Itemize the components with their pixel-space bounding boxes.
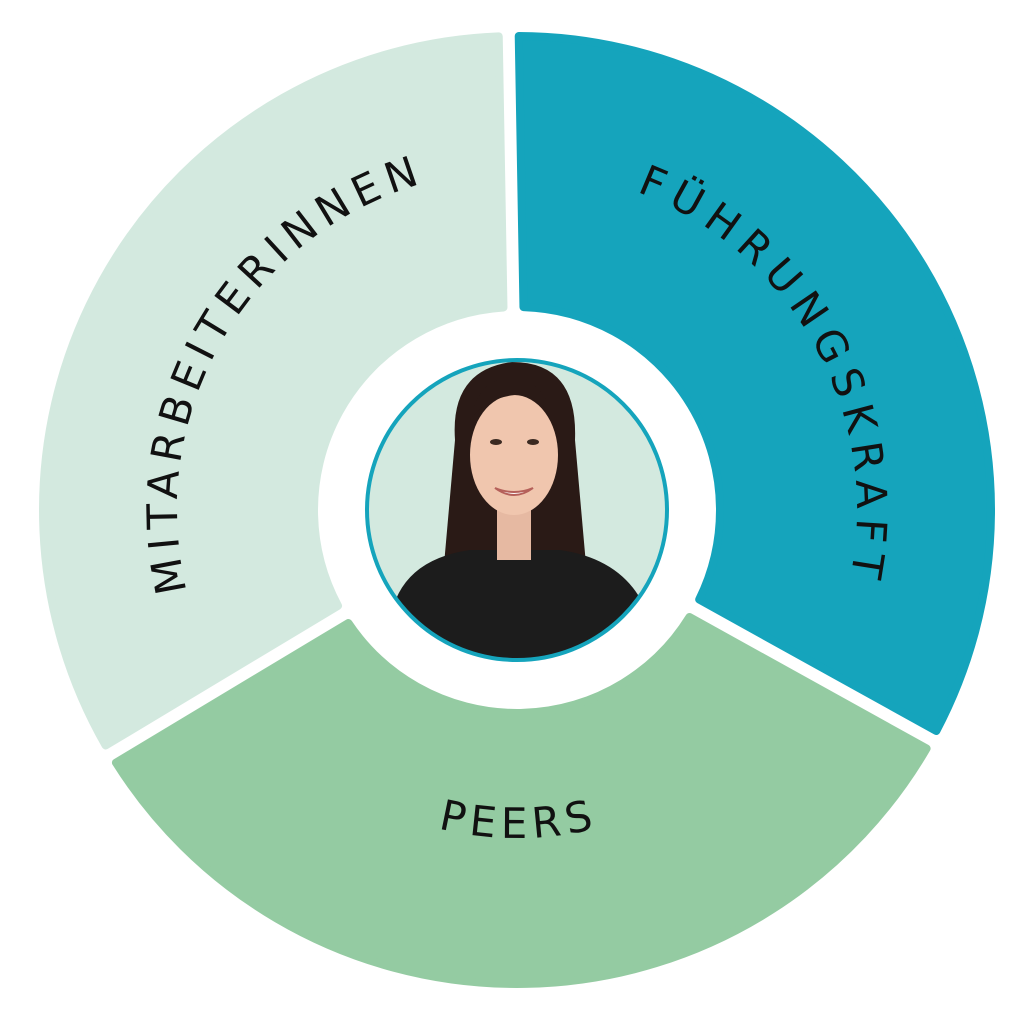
profile-photo (365, 358, 669, 662)
segments-group (39, 32, 995, 988)
segment-peers (111, 613, 931, 988)
segment-fuehrungskraft (514, 32, 995, 736)
segment-mitarbeiterinnen (39, 32, 508, 750)
label-peers: PEERS (436, 790, 599, 848)
